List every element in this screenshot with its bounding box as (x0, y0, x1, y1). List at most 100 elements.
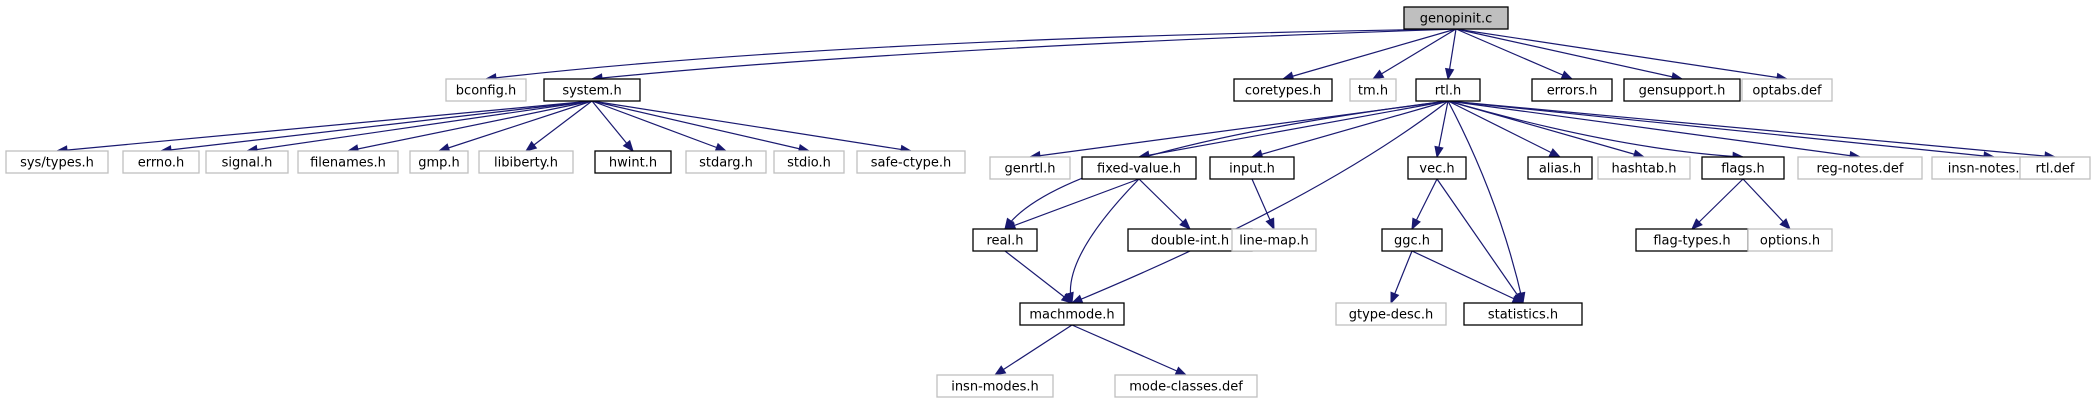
node-insnmodes[interactable]: insn-modes.h (936, 374, 1054, 398)
node-label-doubleint: double-int.h (1151, 234, 1229, 249)
node-real[interactable]: real.h (972, 228, 1038, 252)
node-genopinit[interactable]: genopinit.c (1403, 6, 1509, 30)
node-linemap[interactable]: line-map.h (1231, 228, 1317, 252)
node-safectype[interactable]: safe-ctype.h (856, 150, 966, 174)
edge-system-to-signal (245, 100, 593, 155)
edge-rtl-to-fixedvalue (1137, 100, 1449, 160)
edge-rtl-to-regnotes (1447, 100, 1862, 161)
edge-real-to-machmode (1004, 250, 1074, 304)
node-hashtab[interactable]: hashtab.h (1597, 156, 1691, 180)
edge-rtl-to-machmode (1070, 100, 1449, 304)
edge-vec-to-ggc (1411, 178, 1438, 231)
node-label-errno: errno.h (138, 156, 185, 171)
node-label-hashtab: hashtab.h (1612, 162, 1677, 177)
node-coretypes[interactable]: coretypes.h (1233, 78, 1333, 102)
edge-genopinit-to-rtl (1444, 28, 1457, 81)
node-ggc[interactable]: ggc.h (1381, 228, 1443, 252)
node-label-optabs: optabs.def (1752, 84, 1822, 99)
node-bconfig[interactable]: bconfig.h (445, 78, 527, 102)
edge-rtl-to-flags (1447, 100, 1745, 162)
node-errno[interactable]: errno.h (122, 150, 200, 174)
node-vec[interactable]: vec.h (1407, 156, 1467, 180)
node-gensupport[interactable]: gensupport.h (1623, 78, 1741, 102)
node-fixedvalue[interactable]: fixed-value.h (1081, 156, 1197, 180)
node-label-modeclasses: mode-classes.def (1129, 380, 1243, 395)
node-gmp[interactable]: gmp.h (409, 150, 469, 174)
node-label-gmp: gmp.h (418, 156, 460, 171)
node-input[interactable]: input.h (1209, 156, 1295, 180)
node-label-filenames: filenames.h (310, 156, 386, 171)
edge-genopinit-to-coretypes (1281, 28, 1457, 81)
node-modeclasses[interactable]: mode-classes.def (1114, 374, 1258, 398)
edge-system-to-libiberty (524, 100, 593, 152)
node-label-gensupport: gensupport.h (1639, 84, 1726, 99)
node-doubleint[interactable]: double-int.h (1127, 228, 1253, 252)
node-systypes[interactable]: sys/types.h (5, 150, 109, 174)
node-label-fixedvalue: fixed-value.h (1097, 162, 1181, 177)
node-errors[interactable]: errors.h (1531, 78, 1613, 102)
edge-flags-to-flagtypes (1691, 178, 1744, 230)
edge-machmode-to-insnmodes (993, 324, 1073, 376)
edge-fixedvalue-to-real (1003, 178, 1140, 230)
node-filenames[interactable]: filenames.h (297, 150, 399, 174)
edge-system-to-gmp (437, 100, 593, 153)
node-stdarg[interactable]: stdarg.h (685, 150, 767, 174)
edges-layer (55, 28, 2057, 376)
node-label-genrtl: genrtl.h (1005, 162, 1056, 177)
node-label-bconfig: bconfig.h (456, 84, 516, 99)
node-stdio[interactable]: stdio.h (773, 150, 845, 174)
edge-input-to-linemap (1251, 178, 1275, 231)
node-alias[interactable]: alias.h (1527, 156, 1593, 180)
edge-ggc-to-statistics (1411, 250, 1525, 304)
edge-system-to-errno (159, 100, 593, 155)
node-label-insnnotes: insn-notes.def (1948, 162, 2041, 177)
node-label-statistics: statistics.h (1488, 308, 1558, 323)
node-label-rtl: rtl.h (1435, 84, 1461, 99)
node-label-input: input.h (1229, 162, 1275, 177)
node-genrtl[interactable]: genrtl.h (989, 156, 1071, 180)
node-signal[interactable]: signal.h (205, 150, 289, 174)
node-label-safectype: safe-ctype.h (871, 156, 952, 171)
node-rtl[interactable]: rtl.h (1415, 78, 1481, 102)
edge-genopinit-to-optabs (1455, 28, 1789, 83)
edge-genopinit-to-gensupport (1455, 28, 1684, 82)
node-statistics[interactable]: statistics.h (1463, 302, 1583, 326)
node-label-system: system.h (562, 84, 621, 99)
node-label-coretypes: coretypes.h (1245, 84, 1321, 99)
node-label-alias: alias.h (1539, 162, 1581, 177)
nodes-layer: genopinit.c bconfig.h system.h coretypes.h t… (5, 6, 2091, 398)
node-hwint[interactable]: hwint.h (594, 150, 672, 174)
node-optabs[interactable]: optabs.def (1741, 78, 1833, 102)
edge-system-to-hwint (591, 100, 634, 153)
edge-vec-to-statistics (1436, 178, 1524, 305)
edge-rtl-to-vec (1434, 100, 1449, 159)
node-label-libiberty: libiberty.h (494, 156, 558, 171)
edge-system-to-filenames (346, 100, 593, 154)
edge-rtl-to-rtldef (1447, 100, 2057, 161)
edge-genopinit-to-system (590, 28, 1457, 83)
node-machmode[interactable]: machmode.h (1019, 302, 1125, 326)
node-system[interactable]: system.h (543, 78, 641, 102)
edge-genopinit-to-bconfig (484, 28, 1457, 83)
edge-genopinit-to-errors (1455, 28, 1574, 80)
node-label-regnotes: reg-notes.def (1816, 162, 1903, 177)
node-label-flagtypes: flag-types.h (1653, 234, 1730, 249)
node-flagtypes[interactable]: flag-types.h (1635, 228, 1749, 252)
node-label-vec: vec.h (1419, 162, 1454, 177)
node-flags[interactable]: flags.h (1701, 156, 1785, 180)
node-label-machmode: machmode.h (1029, 308, 1114, 323)
node-options[interactable]: options.h (1747, 228, 1833, 252)
node-label-genopinit: genopinit.c (1420, 12, 1493, 27)
node-rtldef[interactable]: rtl.def (2019, 156, 2091, 180)
edge-flags-to-options (1742, 178, 1791, 230)
node-label-linemap: line-map.h (1239, 234, 1308, 249)
node-regnotes[interactable]: reg-notes.def (1797, 156, 1923, 180)
node-label-gtypedesc: gtype-desc.h (1349, 308, 1434, 323)
node-label-insnmodes: insn-modes.h (951, 380, 1039, 395)
node-libiberty[interactable]: libiberty.h (478, 150, 574, 174)
edge-system-to-safectype (591, 100, 913, 155)
edge-machmode-to-modeclasses (1071, 324, 1188, 376)
node-gtypedesc[interactable]: gtype-desc.h (1335, 302, 1447, 326)
node-tm[interactable]: tm.h (1349, 78, 1397, 102)
